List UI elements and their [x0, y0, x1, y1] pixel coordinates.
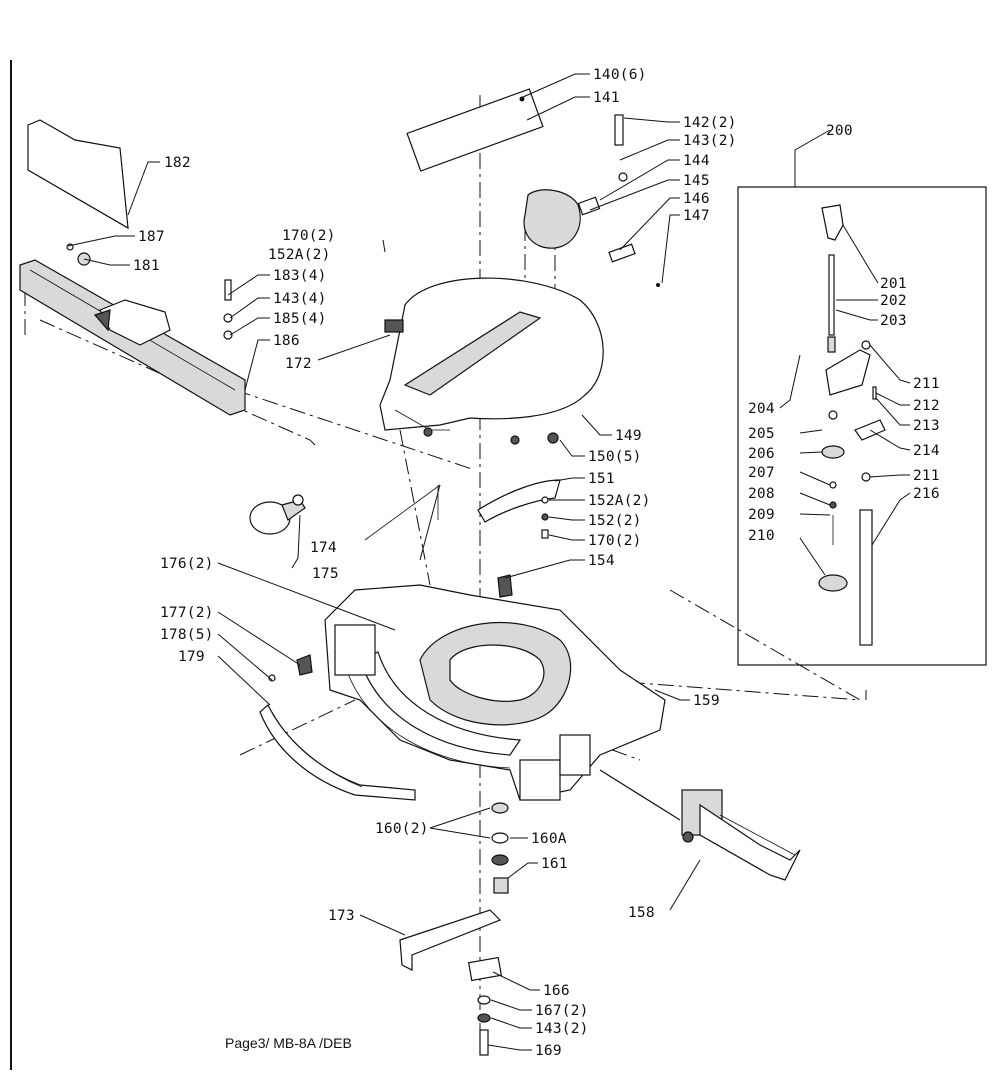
callout-178: 178(5): [160, 627, 214, 643]
callout-208: 208: [748, 486, 775, 502]
callout-177: 177(2): [160, 605, 214, 621]
scale-179: [259, 674, 416, 801]
callout-213: 213: [913, 418, 940, 434]
callout-183: 183(4): [273, 268, 327, 284]
assembly-200-box: [737, 186, 987, 666]
callout-207: 207: [748, 465, 775, 481]
callout-174: 174: [310, 540, 337, 556]
callout-181: 181: [133, 258, 160, 274]
callout-161: 161: [541, 856, 568, 872]
callout-142: 142(2): [683, 115, 737, 131]
callout-205: 205: [748, 426, 775, 442]
callout-146: 146: [683, 191, 710, 207]
callout-175: 175: [312, 566, 339, 582]
callout-201: 201: [880, 276, 907, 292]
table-insert-plate-141: [406, 88, 544, 172]
callout-145: 145: [683, 173, 710, 189]
callout-214: 214: [913, 443, 940, 459]
callout-144: 144: [683, 153, 710, 169]
left-fence-group: [19, 119, 246, 416]
assembly-200-parts: [818, 204, 886, 646]
base-assembly-159: [296, 574, 666, 801]
callout-187: 187: [138, 229, 165, 245]
callout-211-upper: 211: [913, 376, 940, 392]
callout-147: 147: [683, 208, 710, 224]
callout-152: 152(2): [588, 513, 642, 529]
lock-plate-173: [399, 909, 502, 971]
callout-170-lower: 170(2): [588, 533, 642, 549]
lock-knob-175: [249, 484, 441, 541]
callout-143-top: 143(2): [683, 133, 737, 149]
callout-173: 173: [328, 908, 355, 924]
callout-179: 179: [178, 649, 205, 665]
callout-labels: 140(6) 141 142(2) 143(2) 144 145 146 147…: [133, 67, 940, 1059]
callout-209: 209: [748, 507, 775, 523]
callout-152a-upper: 152A(2): [268, 247, 331, 263]
callout-160: 160(2): [375, 821, 429, 837]
callout-185: 185(4): [273, 311, 327, 327]
callout-159: 159: [693, 693, 720, 709]
callout-170-upper: 170(2): [282, 228, 336, 244]
callout-167: 167(2): [535, 1003, 589, 1019]
callout-158: 158: [628, 905, 655, 921]
callout-141: 141: [593, 90, 620, 106]
bevel-knob-145: [523, 189, 581, 249]
callout-200: 200: [826, 123, 853, 139]
callout-206: 206: [748, 446, 775, 462]
callout-210: 210: [748, 528, 775, 544]
callout-182: 182: [164, 155, 191, 171]
table-assembly-149: [379, 88, 660, 539]
callout-166: 166: [543, 983, 570, 999]
callout-203: 203: [880, 313, 907, 329]
callout-202: 202: [880, 293, 907, 309]
callout-204: 204: [748, 401, 775, 417]
callout-154: 154: [588, 553, 615, 569]
callout-152a-lower: 152A(2): [588, 493, 651, 509]
leader-lines: [67, 73, 911, 1051]
callout-143-bottom: 143(2): [535, 1021, 589, 1037]
bracket-151: [477, 479, 561, 523]
page-footer: Page3/ MB-8A /DEB: [225, 1035, 352, 1051]
extension-arm-158: [599, 769, 801, 881]
callout-143-left: 143(4): [273, 291, 327, 307]
callout-140: 140(6): [593, 67, 647, 83]
callout-172: 172: [285, 356, 312, 372]
callout-150: 150(5): [588, 449, 642, 465]
callout-151: 151: [588, 471, 615, 487]
left-fence-extension: [27, 119, 129, 230]
callout-176: 176(2): [160, 556, 214, 572]
callout-160a: 160A: [531, 831, 567, 847]
bottom-hardware: [399, 802, 509, 1056]
callout-211-lower: 211: [913, 468, 940, 484]
callout-212: 212: [913, 398, 940, 414]
callout-216: 216: [913, 486, 940, 502]
callout-169: 169: [535, 1043, 562, 1059]
miter-scale-arc: [359, 651, 522, 756]
rotating-table: [379, 277, 604, 431]
callout-149: 149: [615, 428, 642, 444]
callout-186: 186: [273, 333, 300, 349]
